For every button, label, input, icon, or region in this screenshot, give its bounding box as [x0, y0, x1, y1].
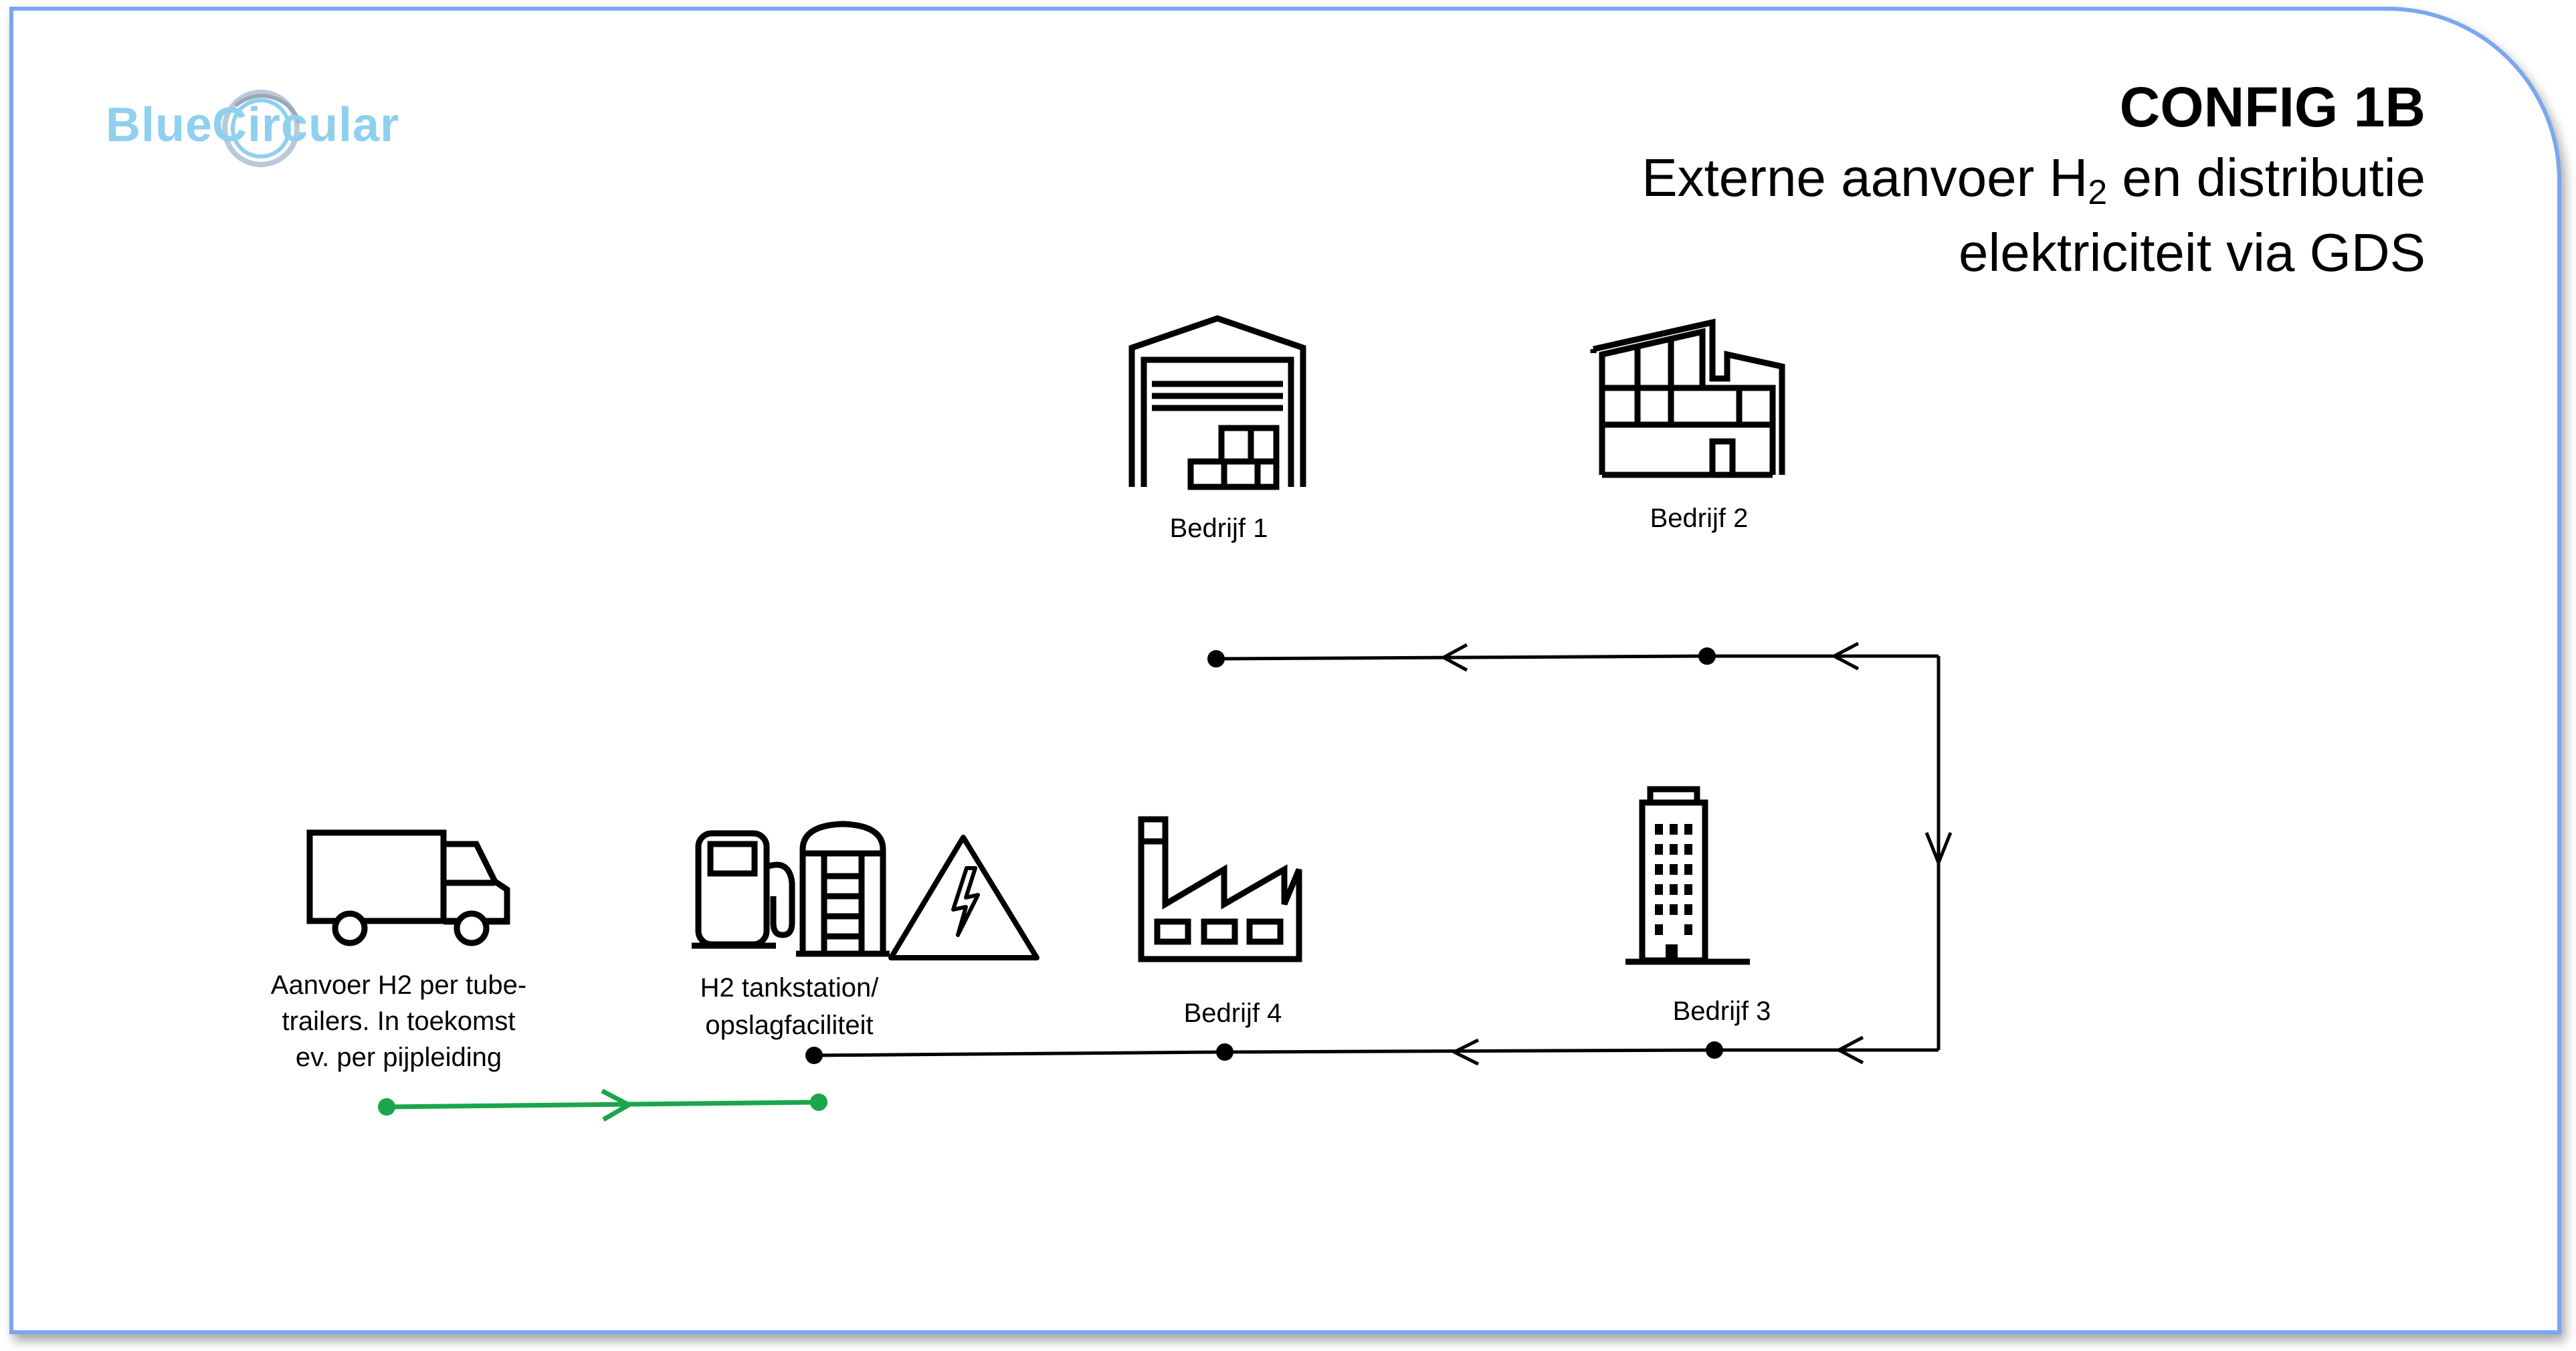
label-aanvoer-line1: Aanvoer H2 per tube-: [271, 970, 526, 1000]
node-bedrijf1: [1207, 650, 1225, 667]
label-bedrijf3: Bedrijf 3: [1673, 997, 1771, 1026]
node-hydrogen-end: [810, 1094, 827, 1111]
warehouse-icon: [1128, 315, 1306, 490]
title-block: CONFIG 1B Externe aanvoer H2 en distribu…: [1642, 74, 2425, 290]
label-tankstation-line1: H2 tankstation/: [700, 973, 880, 1003]
truck-icon: [306, 829, 510, 946]
flow-arrows: [1442, 641, 1953, 1066]
office-tower-icon: [1625, 786, 1750, 965]
logo-text-blue: Blue: [106, 98, 213, 152]
hydrogen-nodes: [378, 1094, 827, 1116]
node-hydrogen-start: [378, 1098, 395, 1116]
factory-chimney-icon: [1138, 816, 1302, 962]
label-aanvoer-line2: trailers. In toekomst: [282, 1007, 515, 1036]
subtitle-line-1: Externe aanvoer H2 en distributie: [1642, 148, 2425, 212]
electricity-network-line: [813, 654, 1941, 1057]
hydrogen-supply-line: [386, 1088, 819, 1122]
connection-nodes: [805, 647, 1723, 1064]
factory-office-icon: [1590, 318, 1785, 478]
label-bedrijf1: Bedrijf 1: [1170, 514, 1268, 543]
label-aanvoer-line3: ev. per pijpleiding: [296, 1043, 502, 1072]
label-bedrijf4: Bedrijf 4: [1184, 999, 1282, 1028]
subtitle-line-2: elektriciteit via GDS: [1959, 223, 2425, 282]
node-bedrijf3: [1706, 1041, 1723, 1059]
logo-text-circular: Circular: [212, 98, 400, 152]
high-voltage-warning-icon: [888, 835, 1039, 960]
diagram-frame: [9, 7, 2561, 1334]
node-bedrijf4: [1216, 1043, 1233, 1061]
logo-swirl-icon: [222, 90, 302, 167]
office-tower-windows: [1655, 824, 1692, 935]
blue-circular-logo: Blue Circular: [102, 86, 416, 173]
config-title: CONFIG 1B: [2119, 76, 2425, 138]
label-tankstation-line2: opslagfaciliteit: [705, 1011, 873, 1040]
node-bedrijf2: [1698, 647, 1716, 665]
node-tankstation: [805, 1047, 823, 1064]
label-bedrijf2: Bedrijf 2: [1650, 504, 1749, 533]
storage-tank-icon: [796, 821, 890, 957]
fuel-pump-icon: [692, 830, 795, 949]
